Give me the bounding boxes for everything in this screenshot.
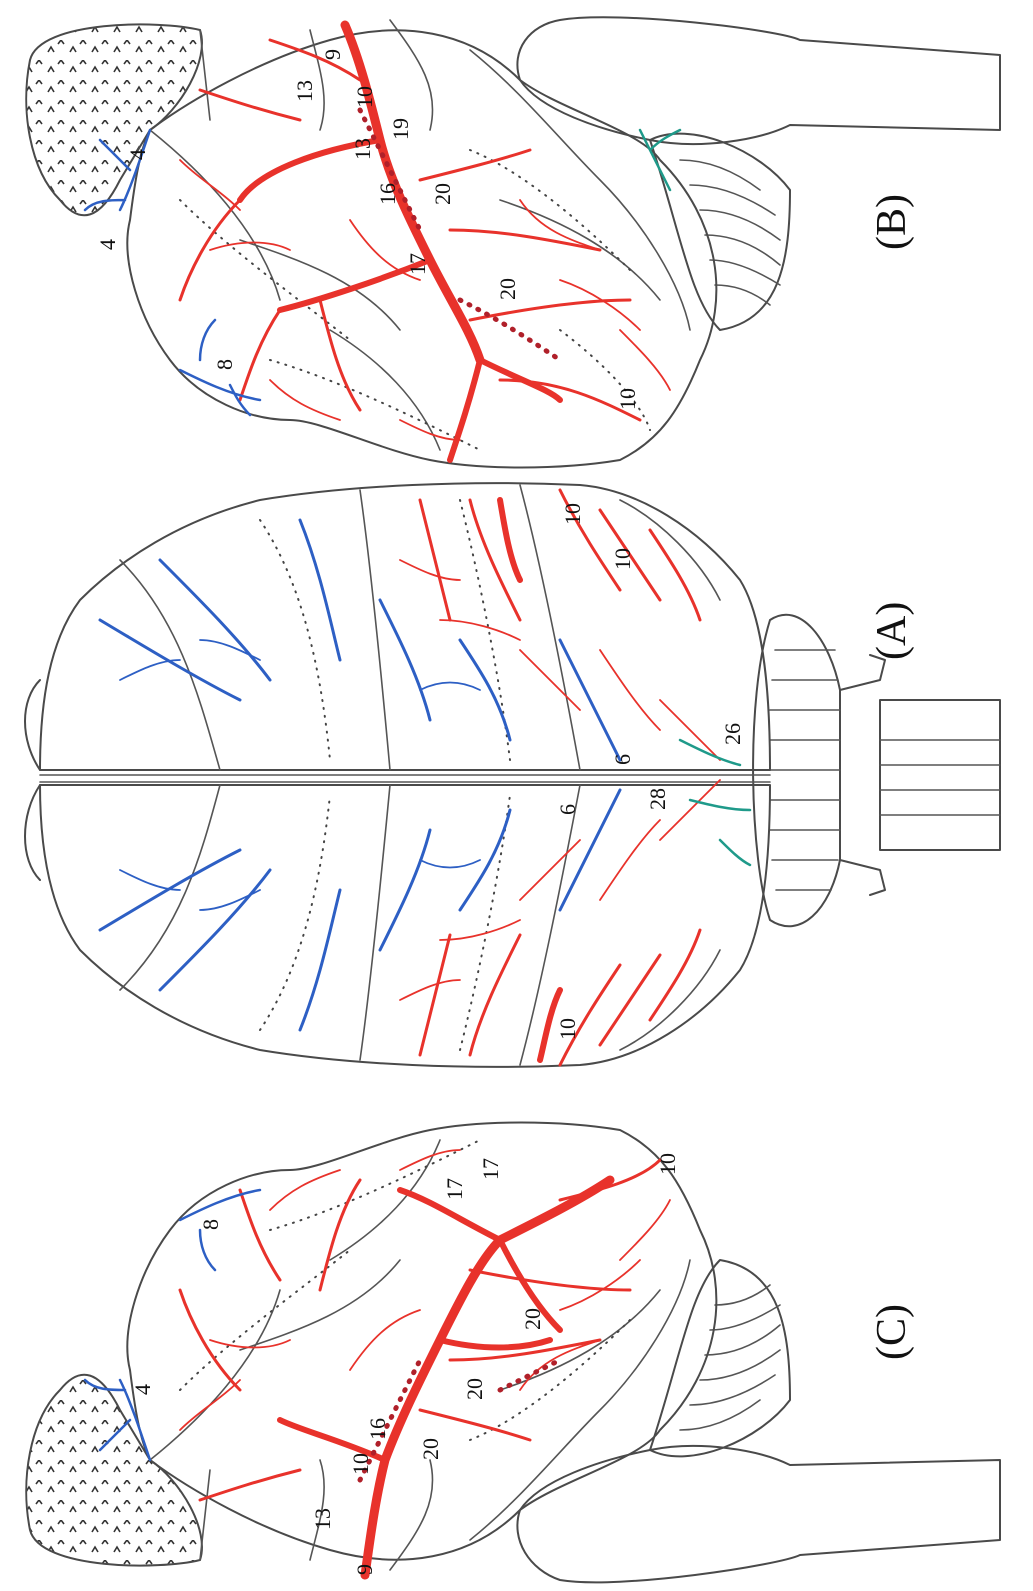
panel-c-label: 8 [198,1219,223,1230]
panel-c-brainstem [517,1446,1000,1582]
panel-b-title: (B) [869,194,915,250]
panel-a-label: 6 [555,804,580,815]
panel-b-label: 8 [212,359,237,370]
panel-a-brainstem [880,700,1000,850]
panel-b-label: 13 [292,80,317,102]
panel-c-arteries [180,1150,670,1575]
panel-a-label: 6 [610,754,635,765]
panel-c-label: 10 [348,1453,373,1475]
panel-a-label: 28 [645,788,670,810]
panel-c-label: 20 [418,1438,443,1460]
panel-a-label: 10 [555,1018,580,1040]
panel-a-arteries [400,490,720,1065]
panel-a-dorsal-view: 10 10 26 6 6 28 10 (A) [25,483,1000,1067]
panel-b-arteries [180,25,670,460]
panel-c-lateral-view: 8 17 17 10 4 20 20 16 20 13 10 9 (C) [26,1123,1000,1583]
panel-c-cerebellum [650,1260,790,1456]
panel-c-label: 17 [478,1158,503,1180]
panel-a-label: 26 [720,723,745,745]
panel-a-teal-vessels [680,740,750,865]
panel-b-brainstem [517,17,1000,144]
panel-c-label: 10 [655,1153,680,1175]
panel-b-label: 20 [430,183,455,205]
panel-c-olfactory-bulb [26,1375,202,1566]
panel-c-label: 20 [462,1378,487,1400]
panel-b-label: 10 [615,388,640,410]
panel-c-label: 9 [352,1564,377,1575]
panel-b-cerebellum [650,134,790,330]
panel-c-label: 16 [365,1418,390,1440]
panel-c-sulci [150,1140,690,1570]
panel-a-title: (A) [869,602,915,660]
panel-c-label: 17 [442,1178,467,1200]
panel-b-label: 9 [320,49,345,60]
panel-b-label: 16 [375,183,400,205]
panel-c-label: 20 [520,1308,545,1330]
panel-b-label: 20 [495,278,520,300]
panel-b-lateral-view: 9 13 10 4 13 19 16 20 4 17 20 8 10 (B) [26,17,1000,467]
panel-a-right-hemisphere [40,785,770,1067]
panel-b-label: 13 [350,138,375,160]
panel-a-label: 10 [560,503,585,525]
panel-b-olfactory-bulb [26,24,202,215]
panel-c-label: 4 [130,1384,155,1395]
panel-b-label: 4 [95,239,120,250]
panel-b-label: 17 [405,253,430,275]
panel-c-label: 13 [310,1508,335,1530]
panel-c-title: (C) [869,1304,915,1360]
panel-c-labels: 8 17 17 10 4 20 20 16 20 13 10 9 [130,1153,680,1575]
panel-b-label: 19 [388,118,413,140]
panel-b-label: 10 [352,86,377,108]
panel-b-label: 4 [125,149,150,160]
panel-a-label: 10 [610,548,635,570]
